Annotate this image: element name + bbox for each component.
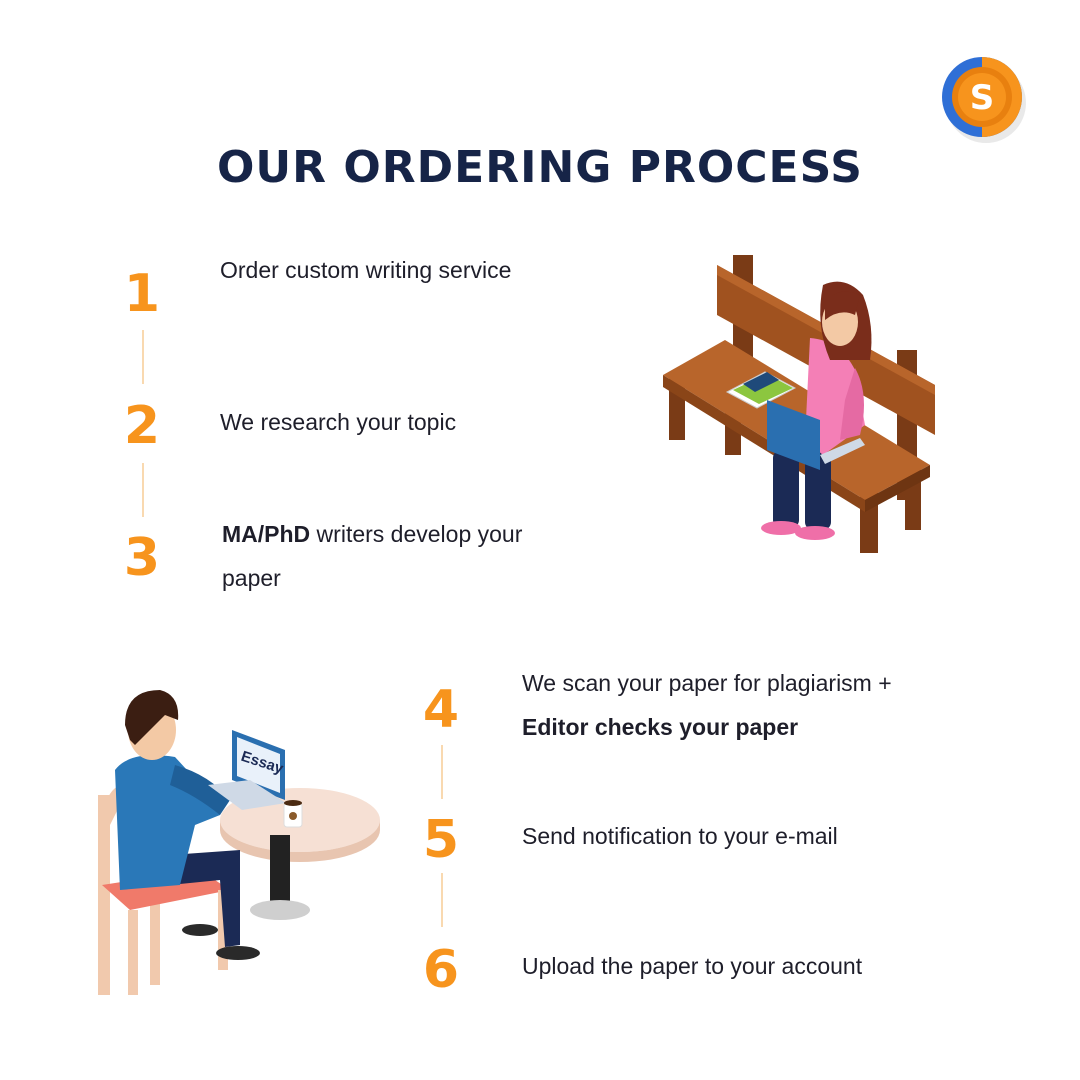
step-3-rest: writers develop your paper <box>222 521 523 591</box>
step-connector <box>142 463 144 517</box>
step-4-number: 4 <box>422 680 460 740</box>
step-6-text: Upload the paper to your account <box>522 953 863 979</box>
step-1-number: 1 <box>123 264 161 324</box>
man-table-illustration: Essay <box>98 690 380 995</box>
step-5-text: Send notification to your e-mail <box>522 823 838 849</box>
step-2-text: We research your topic <box>220 409 457 435</box>
step-connector <box>441 873 443 927</box>
step-3-number: 3 <box>123 528 161 588</box>
logo-letter: S <box>970 78 995 118</box>
step-5-number: 5 <box>422 810 460 870</box>
step-connector <box>441 745 443 799</box>
step-6-number: 6 <box>422 940 460 1000</box>
step-3-text: MA/PhD writers develop your paper <box>222 512 582 600</box>
step-connector <box>142 330 144 384</box>
woman-bench-illustration <box>663 255 935 553</box>
step-3-bold: MA/PhD <box>222 521 311 547</box>
step-1-text: Order custom writing service <box>220 257 512 283</box>
step-4-text: We scan your paper for plagiarism + Edit… <box>522 661 962 749</box>
step-2-number: 2 <box>123 396 161 456</box>
logo-icon: S <box>942 57 1026 143</box>
step-4-line: We scan your paper for plagiarism + <box>522 670 892 696</box>
step-4-bold-line: Editor checks your paper <box>522 714 799 740</box>
page-title: OUR ORDERING PROCESS <box>217 142 863 193</box>
